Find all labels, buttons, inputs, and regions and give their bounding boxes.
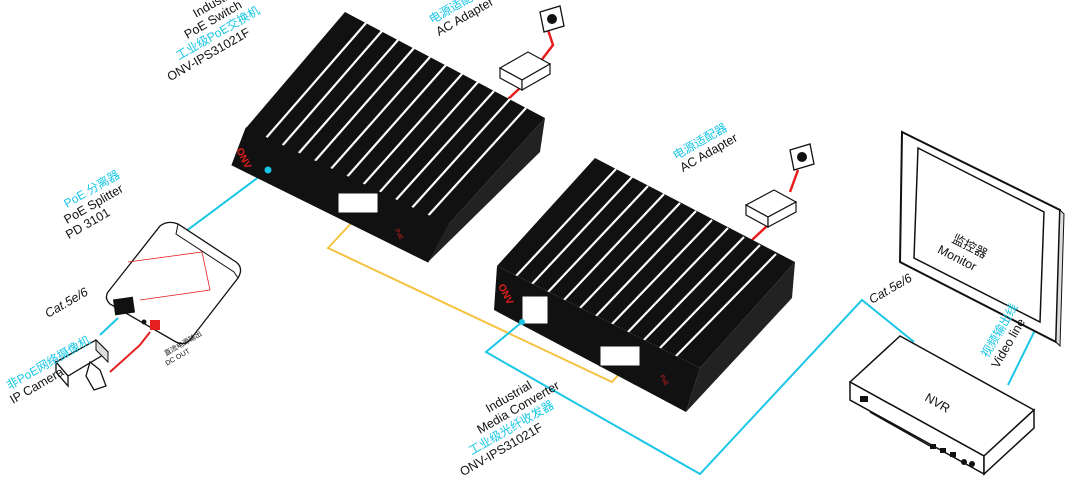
converter-port-led: [519, 319, 525, 325]
poe-splitter: [105, 221, 242, 345]
converter-port-rj45: [521, 295, 549, 325]
wall-socket-switch: [539, 5, 565, 33]
ethernet-cable-converter-nvr: [484, 298, 915, 476]
nvr: [848, 335, 1036, 476]
converter-port-sfp: [599, 345, 641, 367]
ethernet-cable-splitter-camera: [99, 317, 119, 336]
converter-label-group: Industrial Media Converter 工业级光纤收发器 ONV-…: [458, 378, 562, 479]
cable-right-label: Cat.5e/6: [867, 271, 915, 307]
adapter-switch-label: 电源适配器 AC Adapter: [427, 0, 496, 39]
switch-port-rj45: [258, 262, 282, 304]
power-cable-camera: [109, 331, 151, 373]
ip-camera: [54, 338, 110, 391]
poe-switch: ONV PoE: [231, 12, 545, 304]
media-converter: ONV PoE: [494, 158, 795, 412]
power-cable-switch: [539, 29, 555, 63]
ac-adapter-switch: [498, 51, 552, 92]
ac-adapter-converter: [744, 189, 798, 229]
monitor: [898, 130, 1065, 348]
wall-socket-converter: [789, 143, 815, 171]
splitter-port-rj45: [112, 296, 136, 316]
power-cable-converter-2: [751, 224, 769, 241]
switch-port-led: [264, 166, 272, 174]
camera-label: 非PoE网络摄像机 IP Camera: [3, 332, 93, 406]
power-cable-converter: [788, 169, 800, 193]
adapter-converter-label: 电源适配器 AC Adapter: [671, 120, 740, 174]
splitter-label: PoE 分离器 PoE Splitter PD 3101: [61, 167, 126, 242]
splitter-port-dcout: [150, 320, 160, 330]
converter-badge: PoE: [658, 374, 668, 387]
switch-port-sfp: [337, 192, 379, 214]
switch-poe-badge: PoE: [393, 228, 403, 241]
cable-left-label: Cat.5e/6: [43, 285, 91, 321]
switch-label-group: Industrial PoE Switch 工业级PoE交换机 ONV-IPS3…: [165, 0, 263, 84]
